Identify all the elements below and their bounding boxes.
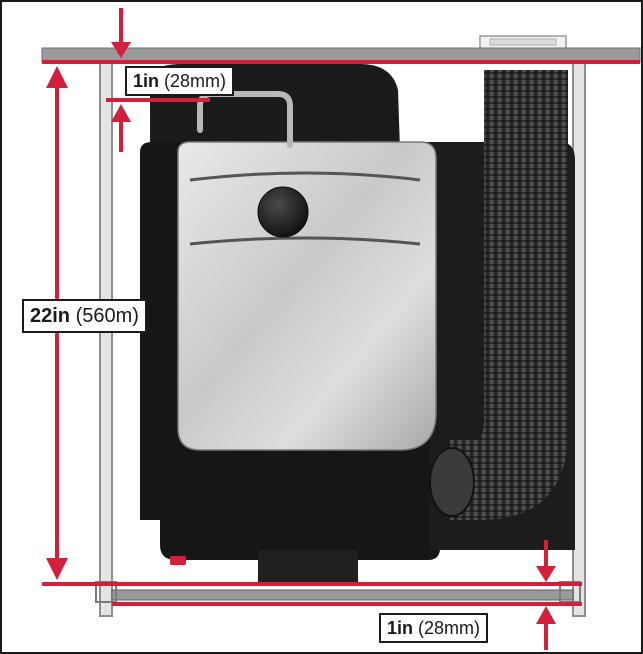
ceiling-joist — [41, 47, 641, 63]
silver-front-panel — [177, 141, 437, 451]
bottom-clearance-metric: (28mm) — [418, 618, 481, 638]
floor-joist — [111, 589, 574, 601]
top-clearance-label: 1in (28mm) — [125, 66, 235, 96]
height-label: 22in (560m) — [22, 299, 147, 333]
height-arrow-up-icon — [46, 66, 68, 88]
corrugated-hose — [450, 70, 568, 520]
control-knob-icon — [257, 186, 309, 238]
height-arrow-down-icon — [46, 558, 68, 580]
height-metric: (560m) — [75, 305, 139, 327]
height-value: 22in — [30, 305, 71, 327]
bottom-clearance-arrow-down-icon — [536, 566, 556, 582]
red-indicator — [170, 556, 186, 565]
bottom-clearance-arrow-up-icon — [536, 606, 556, 624]
top-clearance-metric: (28mm) — [164, 71, 227, 91]
bottom-clearance-value: 1in — [387, 618, 414, 638]
left-wall-stud — [99, 59, 113, 617]
bottom-outlet — [258, 550, 358, 586]
panel-ridge-upper — [189, 171, 421, 182]
top-flue-collar-inner — [489, 38, 557, 46]
top-clearance-value: 1in — [133, 71, 160, 91]
hose-elbow-connector — [429, 447, 475, 517]
top-clearance-arrow-up-icon — [111, 104, 131, 122]
top-clearance-arrow-down-icon — [111, 42, 131, 58]
bottom-clearance-label: 1in (28mm) — [379, 613, 489, 643]
panel-ridge-lower — [189, 236, 421, 246]
